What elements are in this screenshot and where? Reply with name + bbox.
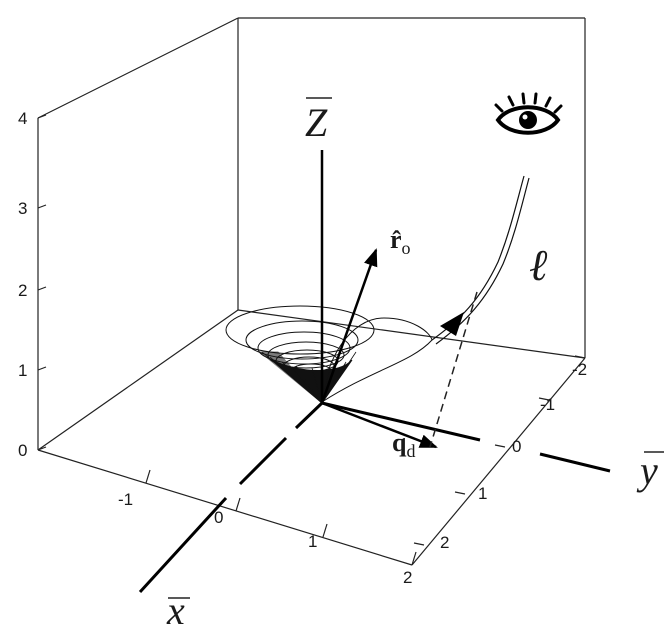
r-vector-label: r̂o bbox=[390, 225, 411, 258]
z-tick-label: 3 bbox=[18, 199, 27, 218]
y-axis-tick-labels: -2 -1 0 1 2 bbox=[440, 360, 587, 552]
y-tick-label: 2 bbox=[440, 533, 449, 552]
x-tick-label: 2 bbox=[403, 568, 412, 587]
y-tick-label: -2 bbox=[572, 360, 587, 379]
z-tick-label: 0 bbox=[18, 441, 27, 460]
z-tick-label: 1 bbox=[18, 361, 27, 380]
y-tick-label: -1 bbox=[540, 395, 555, 414]
x-tick-label: 0 bbox=[214, 508, 223, 527]
y-axis-line bbox=[321, 401, 611, 473]
z-axis-label-group: Z bbox=[305, 97, 332, 145]
eye-icon bbox=[494, 92, 563, 135]
line-of-sight-curve bbox=[431, 175, 530, 345]
bounding-box bbox=[37, 17, 586, 566]
x-axis-ticks bbox=[145, 469, 417, 566]
z-tick-label: 4 bbox=[18, 109, 27, 128]
y-tick-label: 1 bbox=[478, 484, 487, 503]
q-vector-label: qd bbox=[392, 428, 415, 461]
x-axis-label-group: x bbox=[166, 588, 190, 629]
z-axis-tick-labels: 0 1 2 3 4 bbox=[18, 109, 27, 460]
x-axis-label: x bbox=[166, 588, 185, 629]
q-vector bbox=[321, 401, 438, 449]
y-axis-label-group: y bbox=[636, 448, 664, 493]
curve-arrowhead bbox=[440, 312, 464, 336]
z-axis-label: Z bbox=[305, 100, 328, 145]
y-axis-label: y bbox=[636, 448, 658, 493]
z-axis-ticks bbox=[37, 114, 47, 451]
x-tick-label: -1 bbox=[118, 490, 133, 509]
y-axis-ticks bbox=[413, 355, 586, 546]
projection-line bbox=[429, 291, 478, 448]
y-tick-label: 0 bbox=[512, 437, 521, 456]
x-axis-line bbox=[138, 401, 324, 594]
r-vector bbox=[320, 248, 378, 404]
z-tick-label: 2 bbox=[18, 281, 27, 300]
x-tick-label: 1 bbox=[308, 532, 317, 551]
x-axis-tick-labels: -1 0 1 2 bbox=[118, 490, 412, 587]
curve-label: ℓ bbox=[529, 241, 548, 290]
